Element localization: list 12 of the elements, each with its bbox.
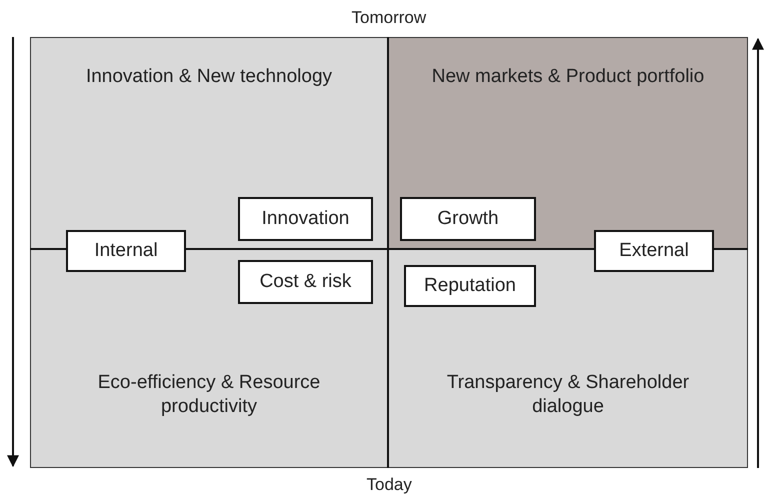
label-box: Reputation bbox=[404, 265, 536, 307]
label-box: Growth bbox=[400, 197, 536, 241]
label-box: Internal bbox=[66, 230, 186, 272]
quadrant-title: Eco-efficiency & Resource productivity bbox=[96, 371, 322, 419]
quadrant-title: New markets & Product portfolio bbox=[430, 65, 706, 89]
label-box: External bbox=[594, 230, 714, 272]
quadrant-title: Transparency & Shareholder dialogue bbox=[446, 371, 690, 419]
label-box: Cost & risk bbox=[238, 260, 373, 304]
axis-label: Today bbox=[366, 475, 412, 495]
quadrant-title: Innovation & New technology bbox=[84, 65, 334, 89]
axis-label: Tomorrow bbox=[352, 8, 426, 28]
label-box: Innovation bbox=[238, 197, 373, 241]
